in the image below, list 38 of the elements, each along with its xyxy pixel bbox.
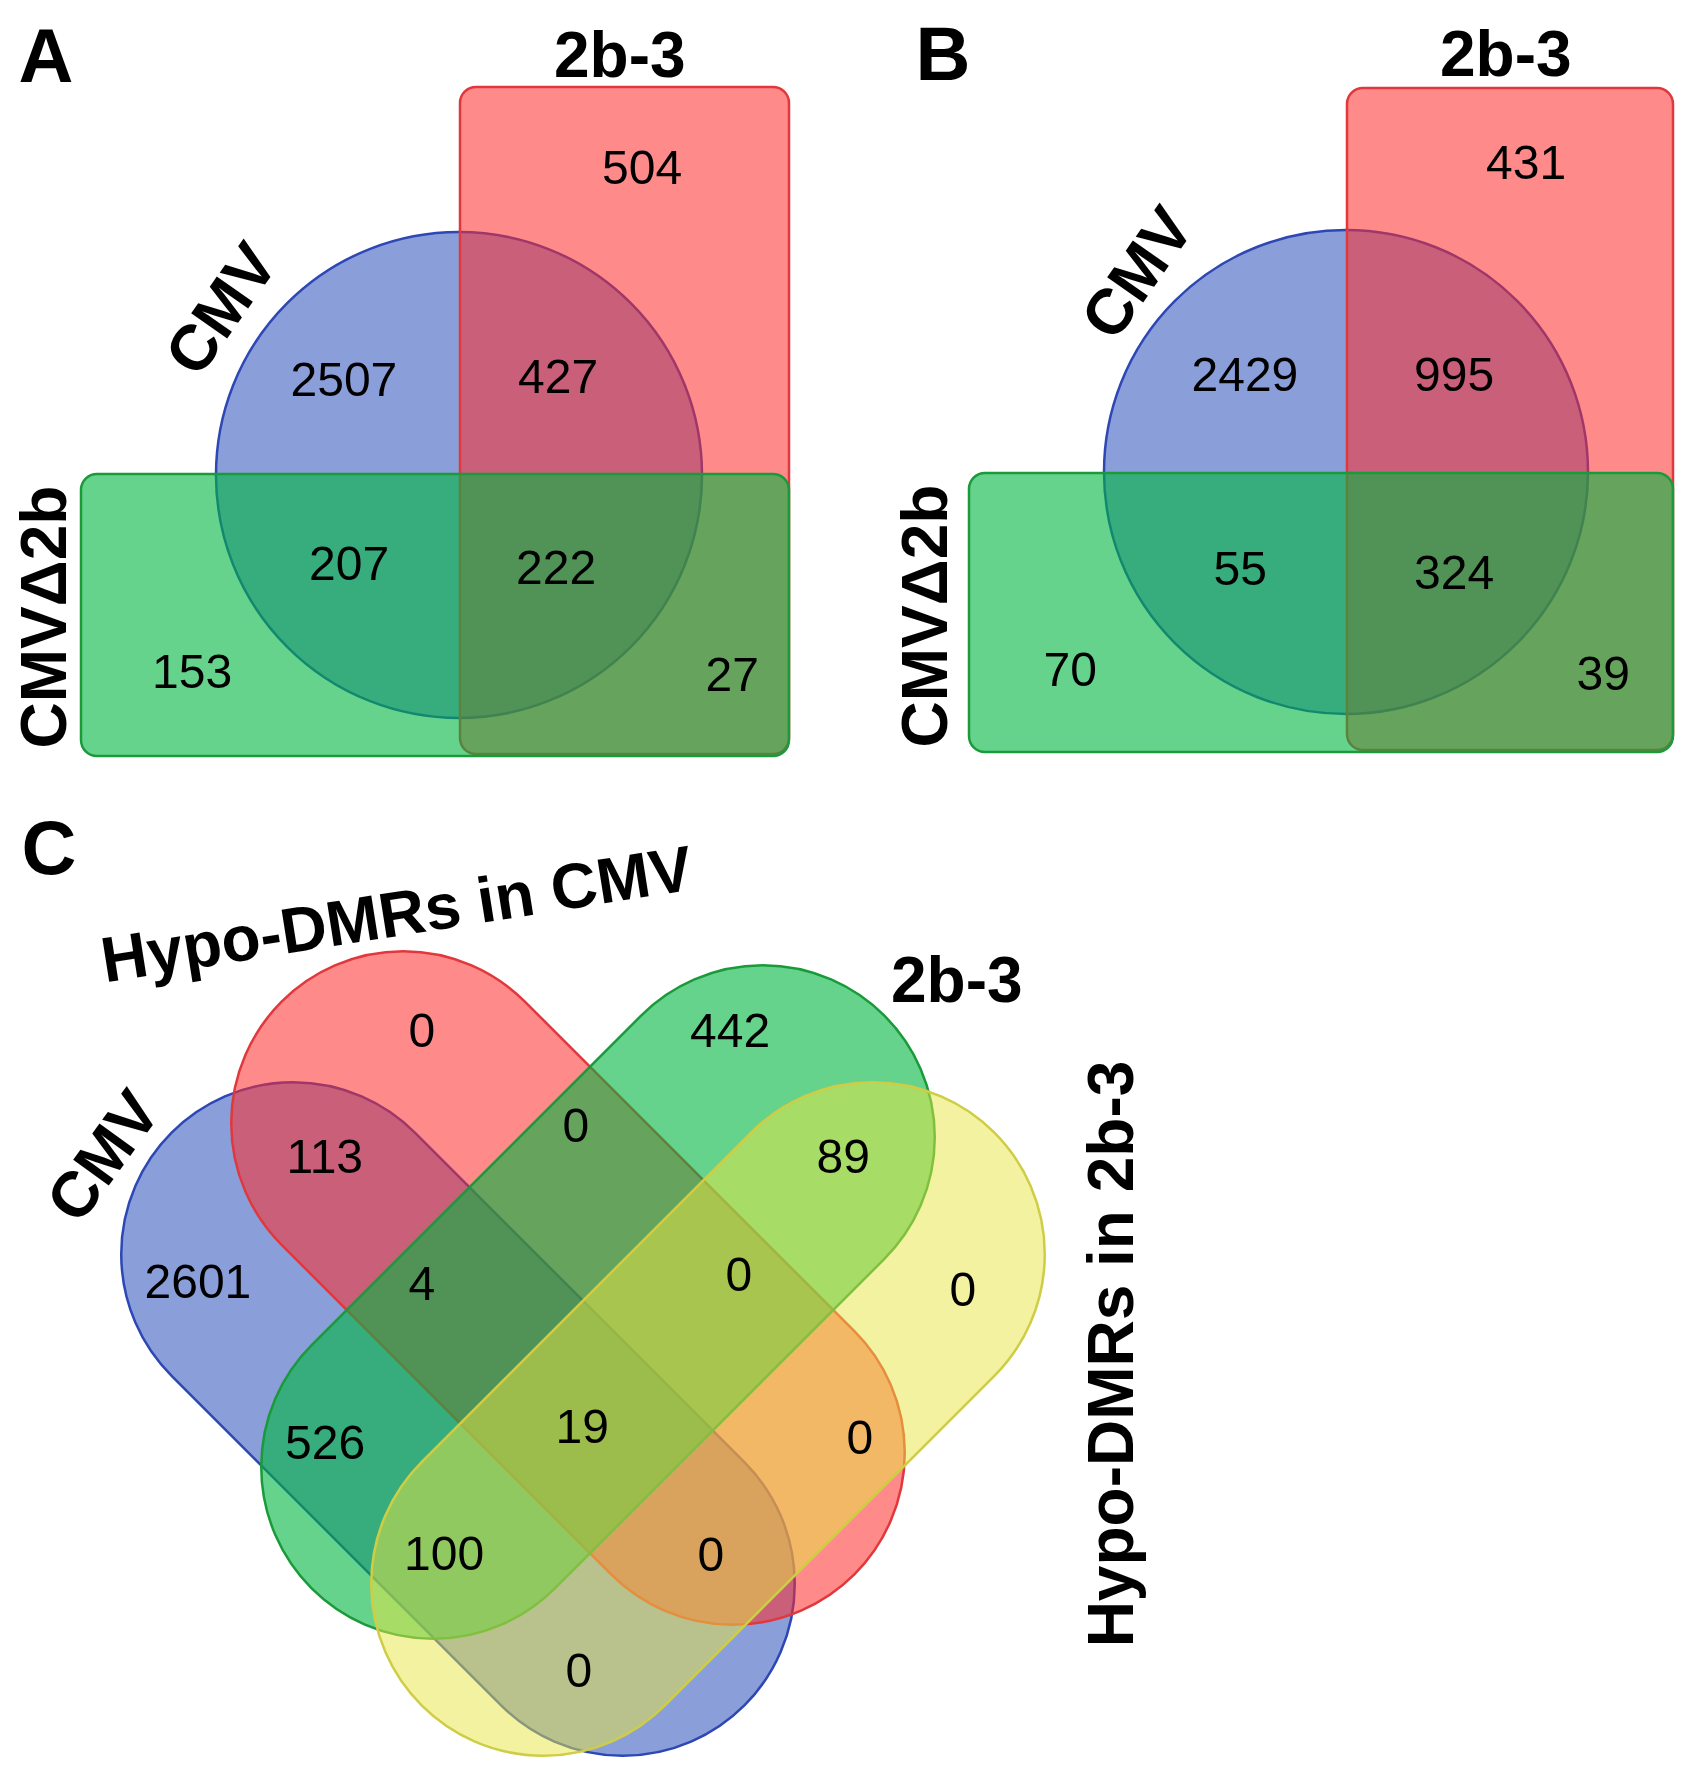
region-count: 526 bbox=[285, 1419, 366, 1467]
region-count: 222 bbox=[516, 544, 597, 592]
panel-letter: C bbox=[21, 810, 77, 886]
region-count: 504 bbox=[602, 144, 683, 192]
region-count: 995 bbox=[1414, 351, 1495, 399]
region-count: 19 bbox=[555, 1403, 609, 1451]
region-count: 89 bbox=[816, 1133, 870, 1181]
region-count: 431 bbox=[1486, 139, 1567, 187]
region-count: 153 bbox=[152, 648, 233, 696]
region-count: 70 bbox=[1043, 646, 1097, 694]
region-count: 324 bbox=[1414, 549, 1495, 597]
region-count: 2601 bbox=[144, 1258, 252, 1306]
region-count: 0 bbox=[565, 1647, 593, 1695]
region-count: 0 bbox=[846, 1414, 874, 1462]
region-count: 2507 bbox=[290, 356, 398, 404]
set-label: CMVΔ2b bbox=[892, 484, 957, 748]
region-count: 0 bbox=[725, 1251, 753, 1299]
set-label: 2b-3 bbox=[891, 948, 1023, 1012]
region-count: 39 bbox=[1576, 650, 1630, 698]
region-count: 0 bbox=[949, 1266, 977, 1314]
set-label: Hypo-DMRs in CMV bbox=[96, 835, 697, 993]
set-label: 2b-3 bbox=[1440, 22, 1572, 86]
set-label: 2b-3 bbox=[554, 23, 686, 87]
panel-letter: A bbox=[18, 18, 74, 94]
panel-letter: B bbox=[915, 16, 971, 92]
region-count: 113 bbox=[286, 1133, 364, 1181]
region-count: 2429 bbox=[1191, 351, 1299, 399]
region-count: 55 bbox=[1213, 545, 1267, 593]
region-count: 427 bbox=[518, 353, 599, 401]
region-count: 100 bbox=[404, 1530, 485, 1578]
region-count: 207 bbox=[309, 540, 390, 588]
region-count: 442 bbox=[690, 1007, 771, 1055]
region-count: 0 bbox=[562, 1102, 590, 1150]
region-count: 27 bbox=[705, 651, 759, 699]
region-count: 0 bbox=[697, 1531, 725, 1579]
region-count: 4 bbox=[408, 1260, 436, 1308]
set-label: CMVΔ2b bbox=[11, 485, 76, 749]
region-count: 0 bbox=[408, 1007, 436, 1055]
